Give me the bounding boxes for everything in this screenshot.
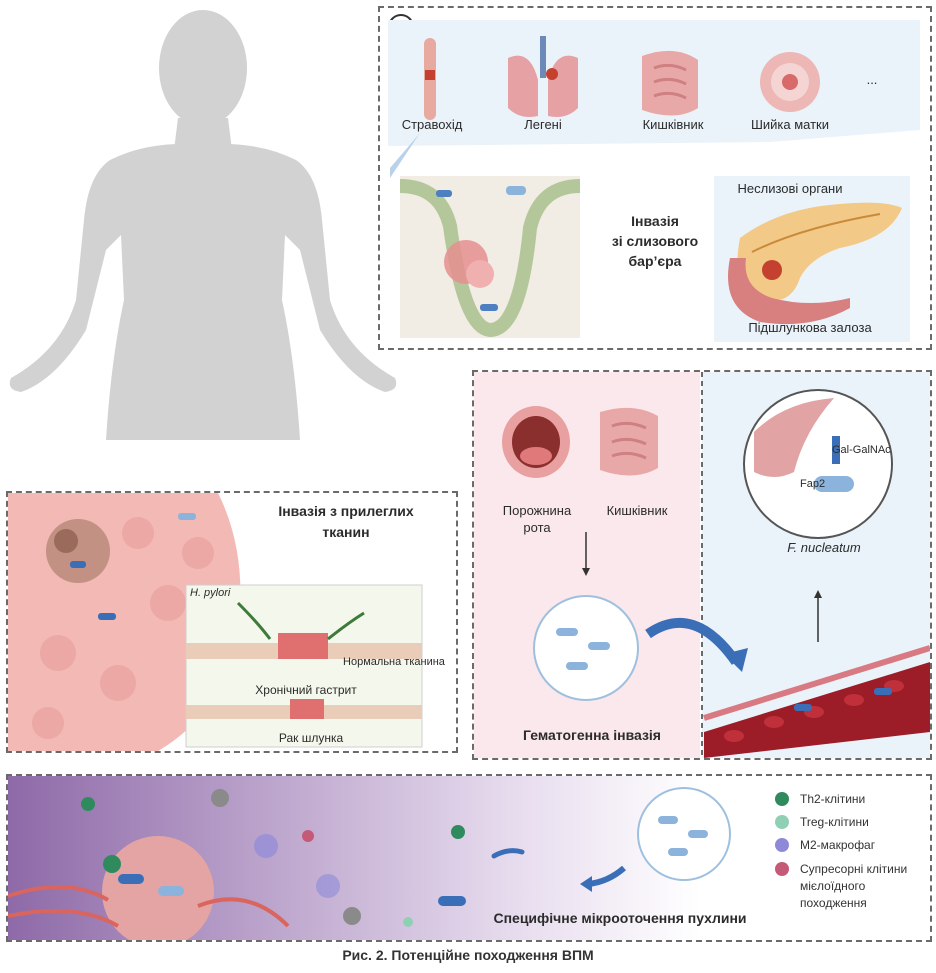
organ-label-lungs: Легені <box>524 117 562 132</box>
organ-label-esophagus: Стравохід <box>401 117 463 132</box>
nonmucosal-title: Неслизові органи <box>737 181 843 196</box>
tumor-microenvironment-label: Специфічне мікрооточення пухлини <box>493 910 747 926</box>
panel-v-illustration <box>474 372 930 758</box>
legend-mdsc-line-3: походження <box>800 896 867 910</box>
gal-galnac-label: Gal-GalNAc <box>832 444 891 456</box>
chronic-gastritis-label: Хронічний гастрит <box>255 683 357 697</box>
organ-more: ... <box>866 72 878 87</box>
organ-label-intestine: Кишківник <box>642 117 704 132</box>
intestine-label-v: Кишківник <box>606 503 668 518</box>
panel-g-illustration <box>8 776 930 940</box>
legend-m2-dot <box>775 838 789 852</box>
panel-v <box>472 370 932 760</box>
mucosal-invasion-line-2: зі слизового <box>611 233 699 249</box>
panel-b-title-line-1: Інвазія з прилеглих <box>278 503 414 519</box>
panel-a-illustration <box>388 20 920 342</box>
legend-th2-label: Th2-клітини <box>800 792 866 806</box>
organ-label-cervix: Шийка матки <box>750 117 830 132</box>
panel-g <box>6 774 932 942</box>
legend-mdsc-line-2: мієлоїдного <box>800 879 866 893</box>
hematogenous-invasion-label: Гематогенна інвазія <box>523 727 661 743</box>
f-nucleatum-label: F. nucleatum <box>787 540 861 555</box>
human-silhouette <box>9 10 397 440</box>
panel-a <box>378 6 932 350</box>
oral-cavity-line-1: Порожнина <box>502 503 572 518</box>
legend-treg-dot <box>775 815 789 829</box>
legend-m2-label: М2-макрофаг <box>800 838 876 852</box>
mucosal-invasion-line-1: Інвазія <box>631 213 679 229</box>
pancreas-label: Підшлункова залоза <box>748 320 872 335</box>
oral-cavity-line-2: рота <box>523 520 551 535</box>
fap2-label: Fap2 <box>800 478 826 490</box>
panel-b-title-line-2: тканин <box>322 524 370 540</box>
h-pylori-label: H. pylori <box>190 587 231 599</box>
figure-caption: Рис. 2. Потенційне походження ВПМ <box>342 947 594 963</box>
legend-th2-dot <box>775 792 789 806</box>
gastric-cancer-label: Рак шлунка <box>278 731 344 745</box>
panel-b <box>6 491 458 753</box>
normal-tissue-label: Нормальна тканина <box>343 656 445 668</box>
legend-mdsc-dot <box>775 862 789 876</box>
mucosal-invasion-line-3: бар’єра <box>628 253 682 269</box>
legend-treg-label: Treg-клітини <box>800 815 869 829</box>
legend-mdsc-line-1: Супресорні клітини <box>800 862 908 876</box>
panel-b-illustration <box>8 493 423 751</box>
